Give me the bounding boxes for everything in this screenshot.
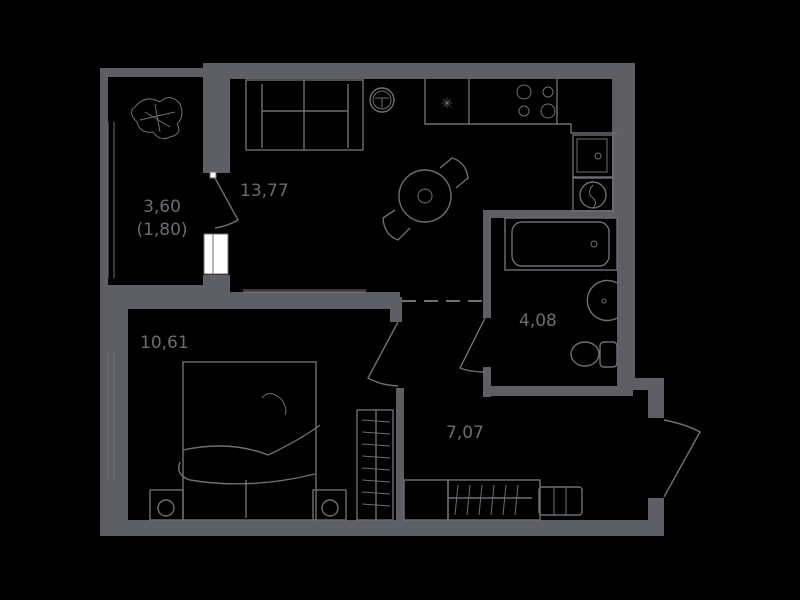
washing-machine — [572, 177, 614, 212]
nightstand-right — [312, 489, 347, 521]
hallway-area: 7,07 — [446, 423, 484, 443]
kitchen-living-area-label: 13,77 — [240, 180, 289, 203]
plant-icon — [131, 97, 183, 140]
bathroom-door[interactable] — [459, 317, 486, 373]
walls — [100, 63, 664, 536]
balcony-door[interactable] — [203, 171, 239, 275]
bathroom-area: 4,08 — [519, 311, 557, 331]
kitchen-living-area: 13,77 — [240, 181, 289, 201]
bedroom-area-label: 10,61 — [140, 332, 189, 355]
bedroom-area: 10,61 — [140, 333, 189, 353]
loggia-area: 3,60 — [143, 197, 181, 217]
hallway-area-label: 7,07 — [446, 422, 484, 445]
dining-table-with-chairs — [382, 157, 469, 241]
stove — [516, 84, 556, 119]
bathroom-area-label: 4,08 — [519, 310, 557, 333]
sink — [572, 134, 614, 178]
loggia-window — [107, 122, 115, 278]
washbasin — [586, 279, 618, 322]
tv-unit — [243, 289, 366, 293]
bed — [178, 361, 321, 521]
bathtub — [504, 217, 618, 271]
nightstand-left — [149, 489, 184, 521]
shoe-bench — [538, 486, 583, 516]
svg-text:✳: ✳ — [441, 96, 453, 112]
entrance-door[interactable] — [663, 419, 701, 498]
floor-lamp — [369, 87, 395, 113]
hallway-cabinet — [403, 479, 449, 521]
bedroom-window — [107, 352, 115, 480]
bedroom-wardrobe — [356, 409, 394, 521]
kitchen-counter: ✳ — [424, 79, 617, 134]
toilet — [570, 341, 618, 368]
loggia-area-label: 3,60 (1,80) — [132, 196, 192, 242]
loggia-area-reduced: (1,80) — [136, 219, 188, 240]
shoe-rack — [447, 479, 541, 521]
bedroom-door[interactable] — [367, 321, 399, 387]
sofa — [245, 79, 364, 151]
